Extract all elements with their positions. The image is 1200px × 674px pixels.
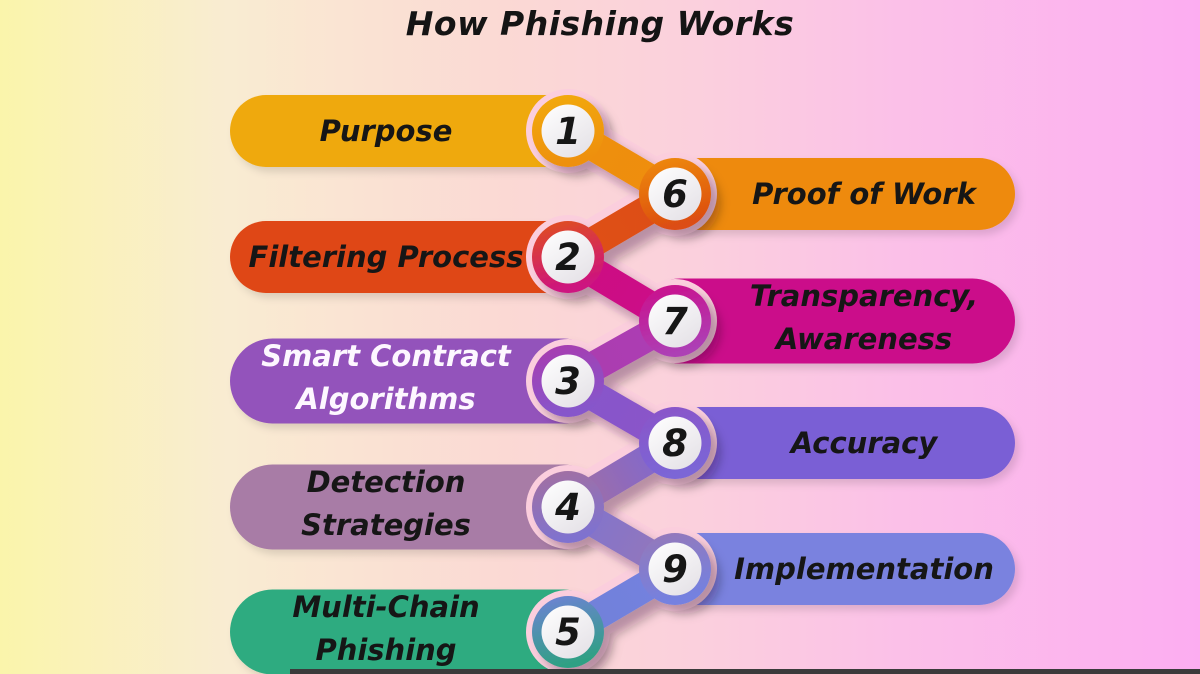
- pill-purpose: Purpose: [230, 95, 606, 167]
- pill-filtering-process: Filtering Process: [230, 221, 606, 293]
- pill-label-proof-of-work: Proof of Work: [752, 177, 977, 211]
- pill-label-detection-strategies: Detection: [307, 465, 466, 499]
- step-number-7: 7: [662, 300, 688, 343]
- pill-label-filtering-process: Filtering Process: [249, 240, 524, 274]
- pill-shape-purpose: [230, 95, 606, 167]
- pill-shape-multi-chain-phishing: [230, 589, 606, 674]
- pill-implementation: Implementation: [637, 533, 1015, 605]
- pill-label-accuracy: Accuracy: [789, 426, 939, 460]
- step-number-5: 5: [555, 611, 581, 654]
- pill-shape-transparency-awareness: [637, 278, 1015, 364]
- step-number-6: 6: [662, 173, 688, 216]
- pill-shape-implementation: [637, 533, 1015, 605]
- step-circle-3: [541, 354, 595, 408]
- pill-shape-smart-contract-algorithms: [230, 338, 606, 424]
- step-number-8: 8: [662, 422, 688, 465]
- pill-label-smart-contract-algorithms: Algorithms: [294, 382, 475, 416]
- pill-label-transparency-awareness: Awareness: [774, 322, 952, 356]
- step-circle-6: [648, 167, 702, 221]
- page-title: How Phishing Works: [405, 4, 795, 43]
- step-circle-7: [648, 294, 702, 348]
- pill-transparency-awareness: Transparency, Awareness: [637, 278, 1015, 364]
- pill-accuracy: Accuracy: [637, 407, 1015, 479]
- bottom-bar-artifact: [290, 669, 1200, 674]
- pill-shape-proof-of-work: [637, 158, 1015, 230]
- step-circle-1: [541, 104, 595, 158]
- step-circle-9: [648, 542, 702, 596]
- step-number-3: 3: [555, 360, 581, 403]
- step-number-9: 9: [662, 548, 688, 591]
- step-circle-5: [541, 605, 595, 659]
- pill-shape-detection-strategies: [230, 464, 606, 550]
- pill-label-detection-strategies: Strategies: [301, 508, 471, 542]
- step-circle-8: [648, 416, 702, 470]
- pill-label-multi-chain-phishing: Phishing: [315, 633, 456, 667]
- step-number-1: 1: [555, 110, 581, 153]
- pill-label-transparency-awareness: Transparency,: [750, 279, 978, 313]
- step-number-2: 2: [555, 236, 581, 279]
- step-circle-2: [541, 230, 595, 284]
- pill-label-smart-contract-algorithms: Smart Contract: [261, 339, 512, 373]
- step-number-4: 4: [554, 486, 581, 529]
- pill-shape-filtering-process: [230, 221, 606, 293]
- pill-shape-accuracy: [637, 407, 1015, 479]
- pill-label-multi-chain-phishing: Multi-Chain: [292, 590, 479, 624]
- pill-proof-of-work: Proof of Work: [637, 158, 1015, 230]
- pill-label-purpose: Purpose: [320, 114, 453, 148]
- step-circle-4: [541, 480, 595, 534]
- pill-label-implementation: Implementation: [734, 552, 994, 586]
